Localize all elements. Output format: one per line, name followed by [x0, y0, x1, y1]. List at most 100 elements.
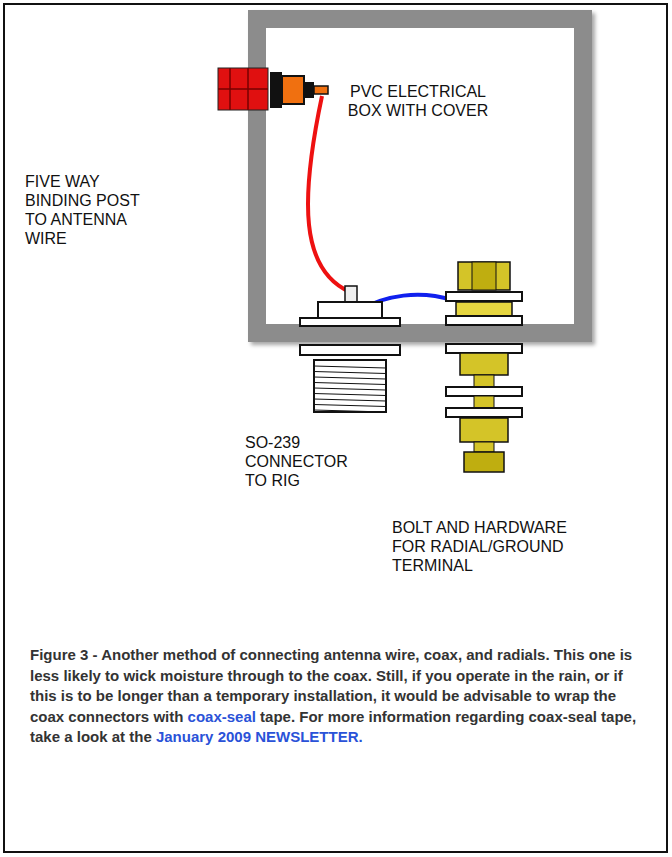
caption-word: would [394, 687, 442, 704]
so239-flange [300, 345, 400, 355]
so239-thread [314, 360, 386, 412]
caption-word: connectors [68, 708, 153, 725]
caption-word: coax, [424, 646, 467, 663]
binding-post-label: FIVE WAY BINDING POST TO ANTENNA WIRE [25, 172, 150, 248]
nut [460, 418, 508, 442]
binding-post-nut [270, 72, 282, 108]
red-wire [308, 96, 350, 292]
caption-word: to [288, 667, 306, 684]
caption-word: 3 [80, 646, 93, 663]
caption-word: or [594, 667, 613, 684]
binding-post-nut [282, 76, 304, 104]
caption-word: likely [63, 667, 105, 684]
washer [446, 344, 522, 353]
caption-word: a [64, 728, 77, 745]
washer [446, 408, 522, 417]
binding-post [218, 68, 268, 110]
caption-word: temporary [216, 687, 294, 704]
thread-line [314, 405, 386, 407]
electrical-box: PVC ELECTRICAL BOX WITH COVER [248, 10, 592, 342]
caption-word: the [532, 667, 559, 684]
caption-word: operate [456, 667, 514, 684]
caption-word: NEWSLETTER. [255, 728, 363, 745]
caption-word: be [442, 687, 464, 704]
caption-word: 2009 [218, 728, 256, 745]
caption-word: if [412, 667, 425, 684]
caption-word: to [536, 687, 554, 704]
bolt-shank [474, 375, 494, 387]
caption-word: of [221, 646, 239, 663]
caption-word: at [112, 728, 130, 745]
caption-word: is [61, 687, 78, 704]
caption-word: one [589, 646, 620, 663]
binding-post-stud [304, 82, 314, 98]
caption-word: the [129, 728, 156, 745]
thread-line [314, 377, 386, 379]
bolt-head [472, 262, 496, 290]
caption-word: a [203, 687, 216, 704]
caption-word: regarding [455, 708, 528, 725]
caption-word: you [425, 667, 456, 684]
caption-word: through [228, 667, 289, 684]
caption-word: this [30, 687, 61, 704]
nut [456, 302, 512, 316]
washer [446, 316, 522, 325]
binding-post-line [218, 88, 268, 90]
thread-line [314, 366, 386, 368]
terminal-label: BOLT AND HARDWARE FOR RADIAL/GROUND TERM… [392, 518, 592, 575]
caption-word: coax. [333, 667, 376, 684]
caption-word: January [156, 728, 218, 745]
caption-word: with [153, 708, 187, 725]
caption-word: rain, [559, 667, 595, 684]
caption-word: wrap [554, 687, 593, 704]
nut [464, 452, 504, 472]
caption-word: take [30, 728, 64, 745]
caption-word: the [307, 667, 334, 684]
caption-word: Still, [376, 667, 412, 684]
thread-line [314, 399, 386, 401]
caption-word: be [96, 687, 118, 704]
caption-word: coax-seal [188, 708, 261, 725]
caption-word: moisture [160, 667, 228, 684]
nut [460, 353, 508, 375]
caption-word: Figure [30, 646, 80, 663]
thread-line [314, 383, 386, 385]
caption-word: more [328, 708, 369, 725]
caption-word: This [554, 646, 589, 663]
caption-word: the [594, 687, 617, 704]
bolt-head [458, 262, 510, 290]
caption-word: wire, [385, 646, 423, 663]
caption-word: than [168, 687, 204, 704]
caption-word: For [299, 708, 327, 725]
caption-word: advisable [464, 687, 537, 704]
caption-word: - [93, 646, 102, 663]
caption-word: tape. [260, 708, 299, 725]
so239-flange [300, 318, 400, 326]
thread-lines [314, 366, 386, 412]
caption-word: and [466, 646, 497, 663]
thread-line [314, 372, 386, 374]
binding-post-stud [314, 86, 328, 94]
caption-word: radials. [497, 646, 554, 663]
caption-word: it [381, 687, 394, 704]
caption-word: coax [30, 708, 68, 725]
washer [446, 387, 522, 396]
caption-word: information [369, 708, 456, 725]
so239-pin [345, 286, 357, 302]
caption-word: less [30, 667, 63, 684]
box-label: PVC ELECTRICAL BOX WITH COVER [338, 82, 498, 120]
caption-word: Another [101, 646, 163, 663]
caption-word: to [105, 667, 123, 684]
caption-word: method [163, 646, 221, 663]
caption-word: look [77, 728, 112, 745]
caption-word: antenna [324, 646, 386, 663]
bolt-shank [474, 396, 494, 408]
caption-word: coax-seal [529, 708, 602, 725]
bolt-shank [474, 442, 494, 452]
figure-border [4, 4, 667, 852]
caption-word: to [78, 687, 96, 704]
caption-word: wick [123, 667, 160, 684]
thread-line [314, 388, 386, 390]
figure-caption: Figure 3 - Another method of connecting … [30, 645, 642, 748]
